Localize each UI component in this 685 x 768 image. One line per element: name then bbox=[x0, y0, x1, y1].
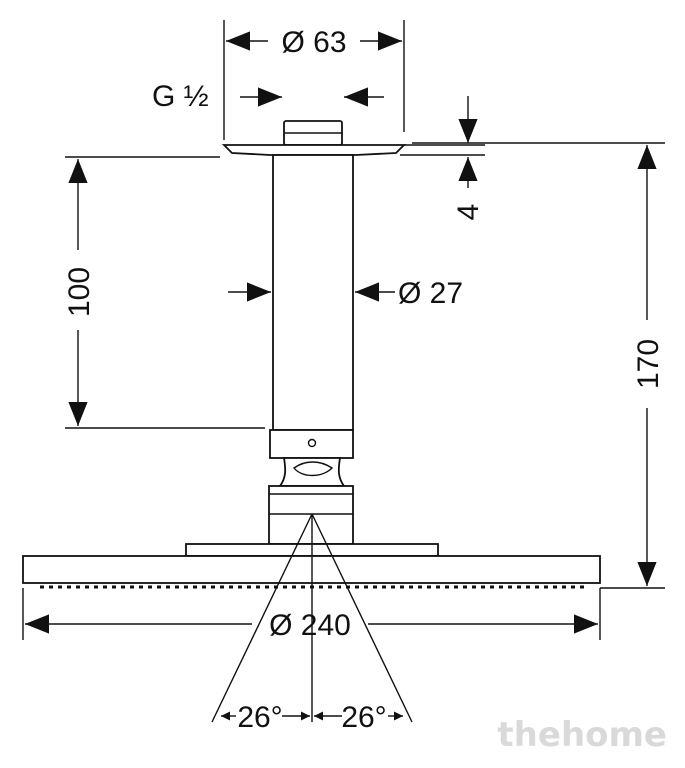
dimension-arm-length: 100 bbox=[63, 156, 265, 429]
dimension-arm-diameter: Ø 27 bbox=[228, 277, 463, 310]
label-angle-right: 26° bbox=[341, 701, 386, 734]
label-thread: G ½ bbox=[152, 80, 209, 113]
watermark: thehome bbox=[497, 715, 667, 755]
spray-angle-lines: 26° 26° bbox=[211, 513, 413, 734]
label-angle-left: 26° bbox=[237, 701, 282, 734]
ceiling-flange bbox=[221, 144, 407, 156]
dimension-total-height: 170 bbox=[412, 142, 665, 589]
label-head-diameter: Ø 240 bbox=[269, 609, 351, 642]
label-arm-length: 100 bbox=[63, 267, 96, 317]
label-flange-thickness: 4 bbox=[452, 204, 485, 221]
arm-tube bbox=[272, 154, 354, 431]
label-total-height: 170 bbox=[632, 339, 665, 389]
label-top-diameter: Ø 63 bbox=[281, 26, 346, 59]
dimension-top-diameter: Ø 63 bbox=[223, 20, 405, 140]
label-arm-diameter: Ø 27 bbox=[398, 277, 463, 310]
dimension-thread: G ½ bbox=[152, 80, 384, 113]
dimension-flange-thickness: 4 bbox=[400, 96, 485, 220]
dimension-head-diameter: Ø 240 bbox=[22, 588, 601, 642]
joint-collar bbox=[269, 429, 354, 459]
